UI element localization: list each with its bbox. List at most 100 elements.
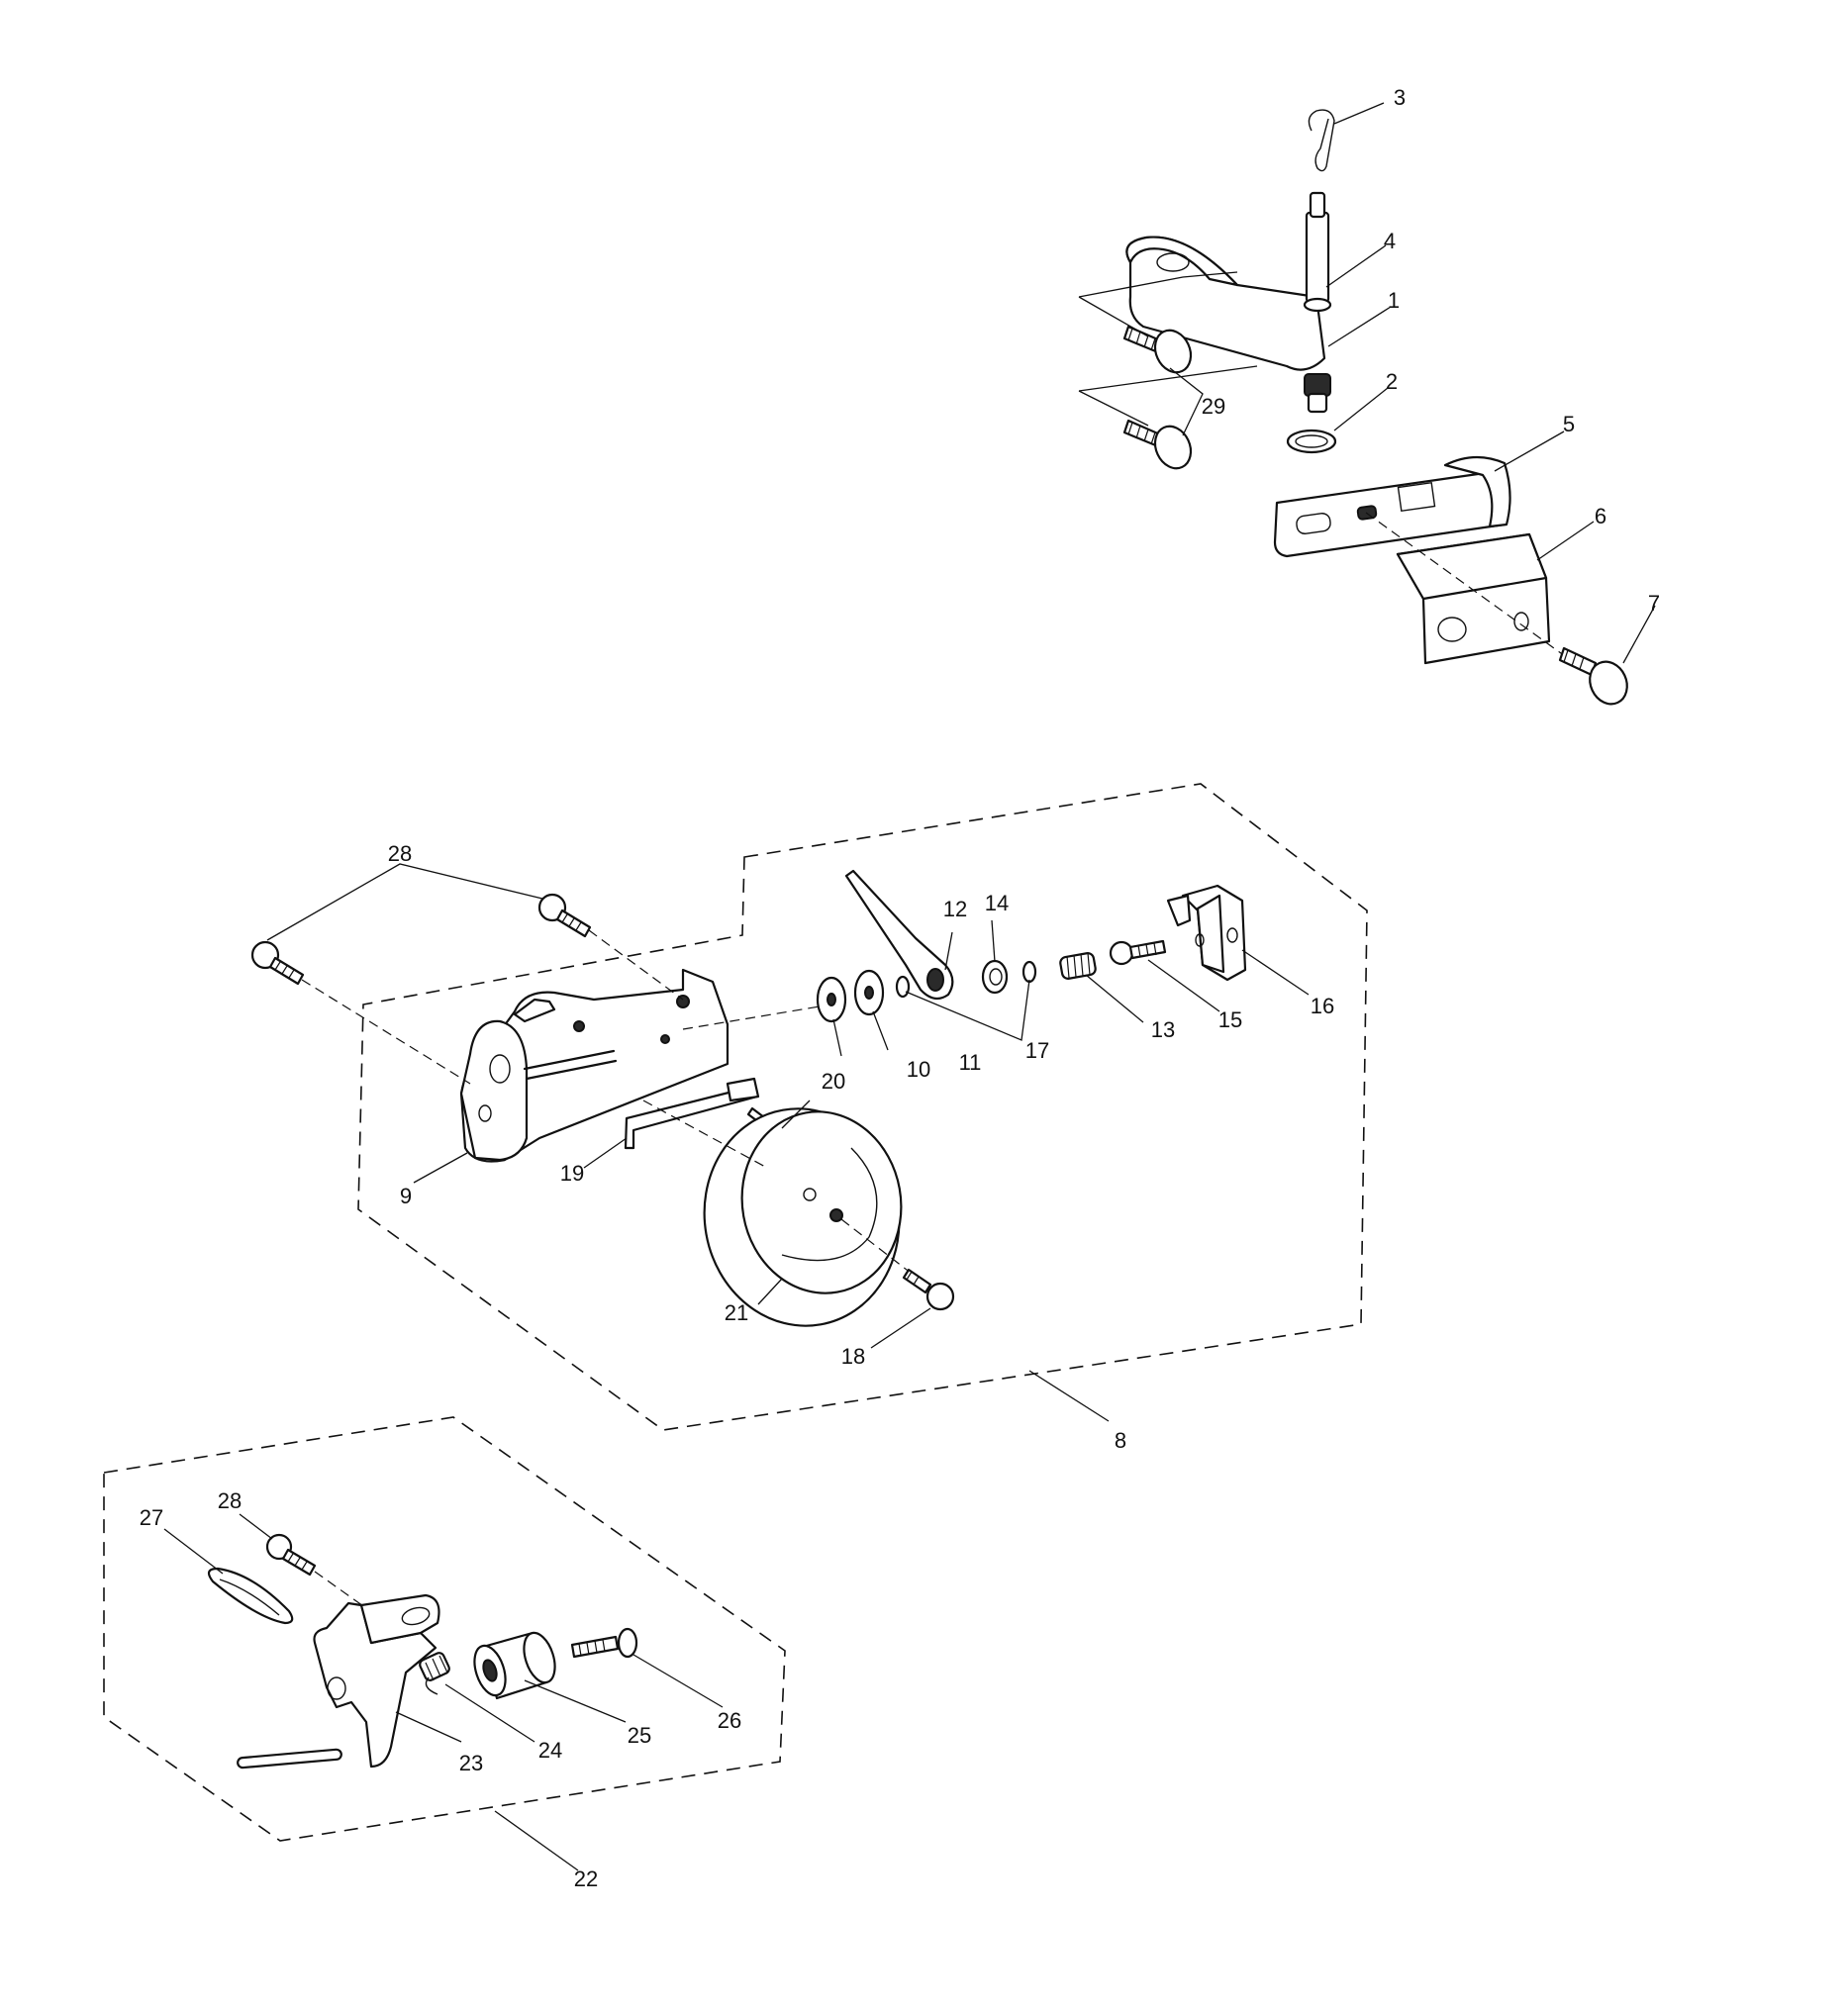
label-part-2: 2 — [1386, 369, 1398, 394]
screw-29-lower — [1122, 419, 1193, 470]
screw-28-bottom-axis — [314, 1571, 367, 1609]
bracket-16-face — [1196, 894, 1225, 974]
label-part-24: 24 — [538, 1738, 562, 1763]
label-part-11: 11 — [959, 1050, 982, 1075]
strip-tab — [726, 1077, 760, 1102]
label-part-16: 16 — [1311, 994, 1334, 1018]
plate-rod-2 — [525, 1059, 618, 1081]
label-part-8: 8 — [1115, 1428, 1126, 1453]
label-part-18: 18 — [841, 1344, 865, 1369]
washer-11-center — [864, 986, 874, 1000]
top-assembly — [1122, 109, 1628, 706]
assembly-axis — [1365, 512, 1573, 662]
lever-plate-23 — [313, 1601, 438, 1769]
washer-10-center — [827, 993, 836, 1006]
plate-hole-d — [676, 995, 690, 1008]
label-part-17: 17 — [1025, 1038, 1049, 1063]
label-part-9: 9 — [400, 1184, 412, 1208]
screw-7 — [1558, 646, 1628, 706]
screw-15 — [1109, 939, 1167, 966]
label-part-12: 12 — [943, 897, 967, 921]
spring-24 — [419, 1652, 450, 1695]
screw-28-right — [537, 893, 592, 938]
label-part-20: 20 — [822, 1069, 845, 1094]
lever-plate-slot — [401, 1606, 431, 1626]
plate-hole-c — [573, 1020, 585, 1032]
label-part-15: 15 — [1218, 1007, 1242, 1032]
label-part-5: 5 — [1563, 412, 1575, 436]
disc-hole — [803, 1188, 817, 1201]
lever-plate-hole — [327, 1676, 346, 1700]
label-part-21: 21 — [725, 1300, 748, 1325]
label-part-6: 6 — [1595, 504, 1606, 528]
label-part-14: 14 — [985, 891, 1009, 915]
middle-assembly — [250, 783, 1368, 1431]
bottom-assembly — [103, 1416, 786, 1842]
nut-14-inner — [989, 968, 1003, 986]
angle-bracket-hole-2 — [1513, 612, 1529, 631]
plate-clip — [1443, 455, 1511, 528]
assembly-22-boundary — [103, 1416, 786, 1842]
spring-13 — [1059, 952, 1097, 980]
label-part-13: 13 — [1151, 1017, 1175, 1042]
plate-slot-3 — [1397, 481, 1436, 513]
washer-17a — [895, 975, 911, 999]
tension-bracket-top — [1125, 236, 1239, 287]
plate-hole-e — [660, 1034, 670, 1044]
washer-17b — [1021, 960, 1037, 984]
bracket-16-hole-2 — [1195, 933, 1205, 947]
screw-axis-right — [588, 929, 684, 1001]
o-ring-inner — [1295, 434, 1328, 448]
label-part-28-upper: 28 — [388, 841, 412, 866]
label-part-1: 1 — [1388, 288, 1400, 313]
base-plate-flange — [459, 1019, 529, 1162]
label-part-22: 22 — [574, 1866, 598, 1891]
pin-shaft — [1305, 211, 1330, 304]
plate-hole-b — [478, 1104, 492, 1122]
tension-disc-face — [740, 1110, 903, 1294]
bracket-16-hole — [1226, 927, 1238, 943]
label-part-10: 10 — [907, 1057, 930, 1082]
loop-27 — [207, 1567, 294, 1625]
screw-26 — [570, 1627, 638, 1659]
lever-rod — [237, 1748, 342, 1770]
pin-tip — [1309, 191, 1326, 219]
plate-hole-a — [489, 1054, 511, 1084]
assembly-8-boundary — [357, 783, 1368, 1431]
nut-14 — [981, 959, 1009, 995]
disc-axis — [642, 1100, 768, 1169]
part-labels: 3 4 1 2 29 5 6 7 28 12 14 16 15 13 17 11… — [140, 85, 1660, 1891]
label-part-3: 3 — [1394, 85, 1406, 110]
screw-28-bottom — [265, 1533, 317, 1577]
disc-center — [829, 1208, 843, 1222]
label-part-19: 19 — [560, 1161, 584, 1186]
label-part-23: 23 — [459, 1751, 483, 1775]
label-part-28-lower: 28 — [218, 1488, 242, 1513]
bracket-16-tab — [1166, 894, 1192, 927]
bracket-hole — [1156, 252, 1190, 272]
plate-rod — [523, 1049, 616, 1071]
leader-lines — [163, 102, 1656, 1871]
label-part-25: 25 — [628, 1723, 651, 1748]
plate-slot-1 — [1296, 513, 1331, 534]
screw-18 — [902, 1268, 955, 1311]
screw-28-left — [250, 940, 305, 986]
label-part-29: 29 — [1202, 394, 1225, 419]
screw-29-upper — [1122, 325, 1193, 374]
washer-part-4 — [1303, 297, 1332, 313]
sleeve-25 — [473, 1631, 556, 1700]
lower-pin — [1307, 392, 1328, 414]
spring-clip — [1308, 109, 1335, 172]
disc-slot — [781, 1147, 878, 1262]
label-part-4: 4 — [1384, 229, 1396, 253]
label-part-27: 27 — [140, 1505, 163, 1530]
angle-bracket-top — [1396, 532, 1548, 601]
plate-arm — [513, 998, 556, 1023]
lower-collar — [1304, 373, 1331, 397]
label-part-7: 7 — [1648, 591, 1660, 616]
label-part-26: 26 — [718, 1708, 741, 1733]
loop-27-inner — [219, 1578, 280, 1616]
o-ring — [1286, 429, 1337, 454]
angle-bracket-hole — [1437, 617, 1467, 642]
